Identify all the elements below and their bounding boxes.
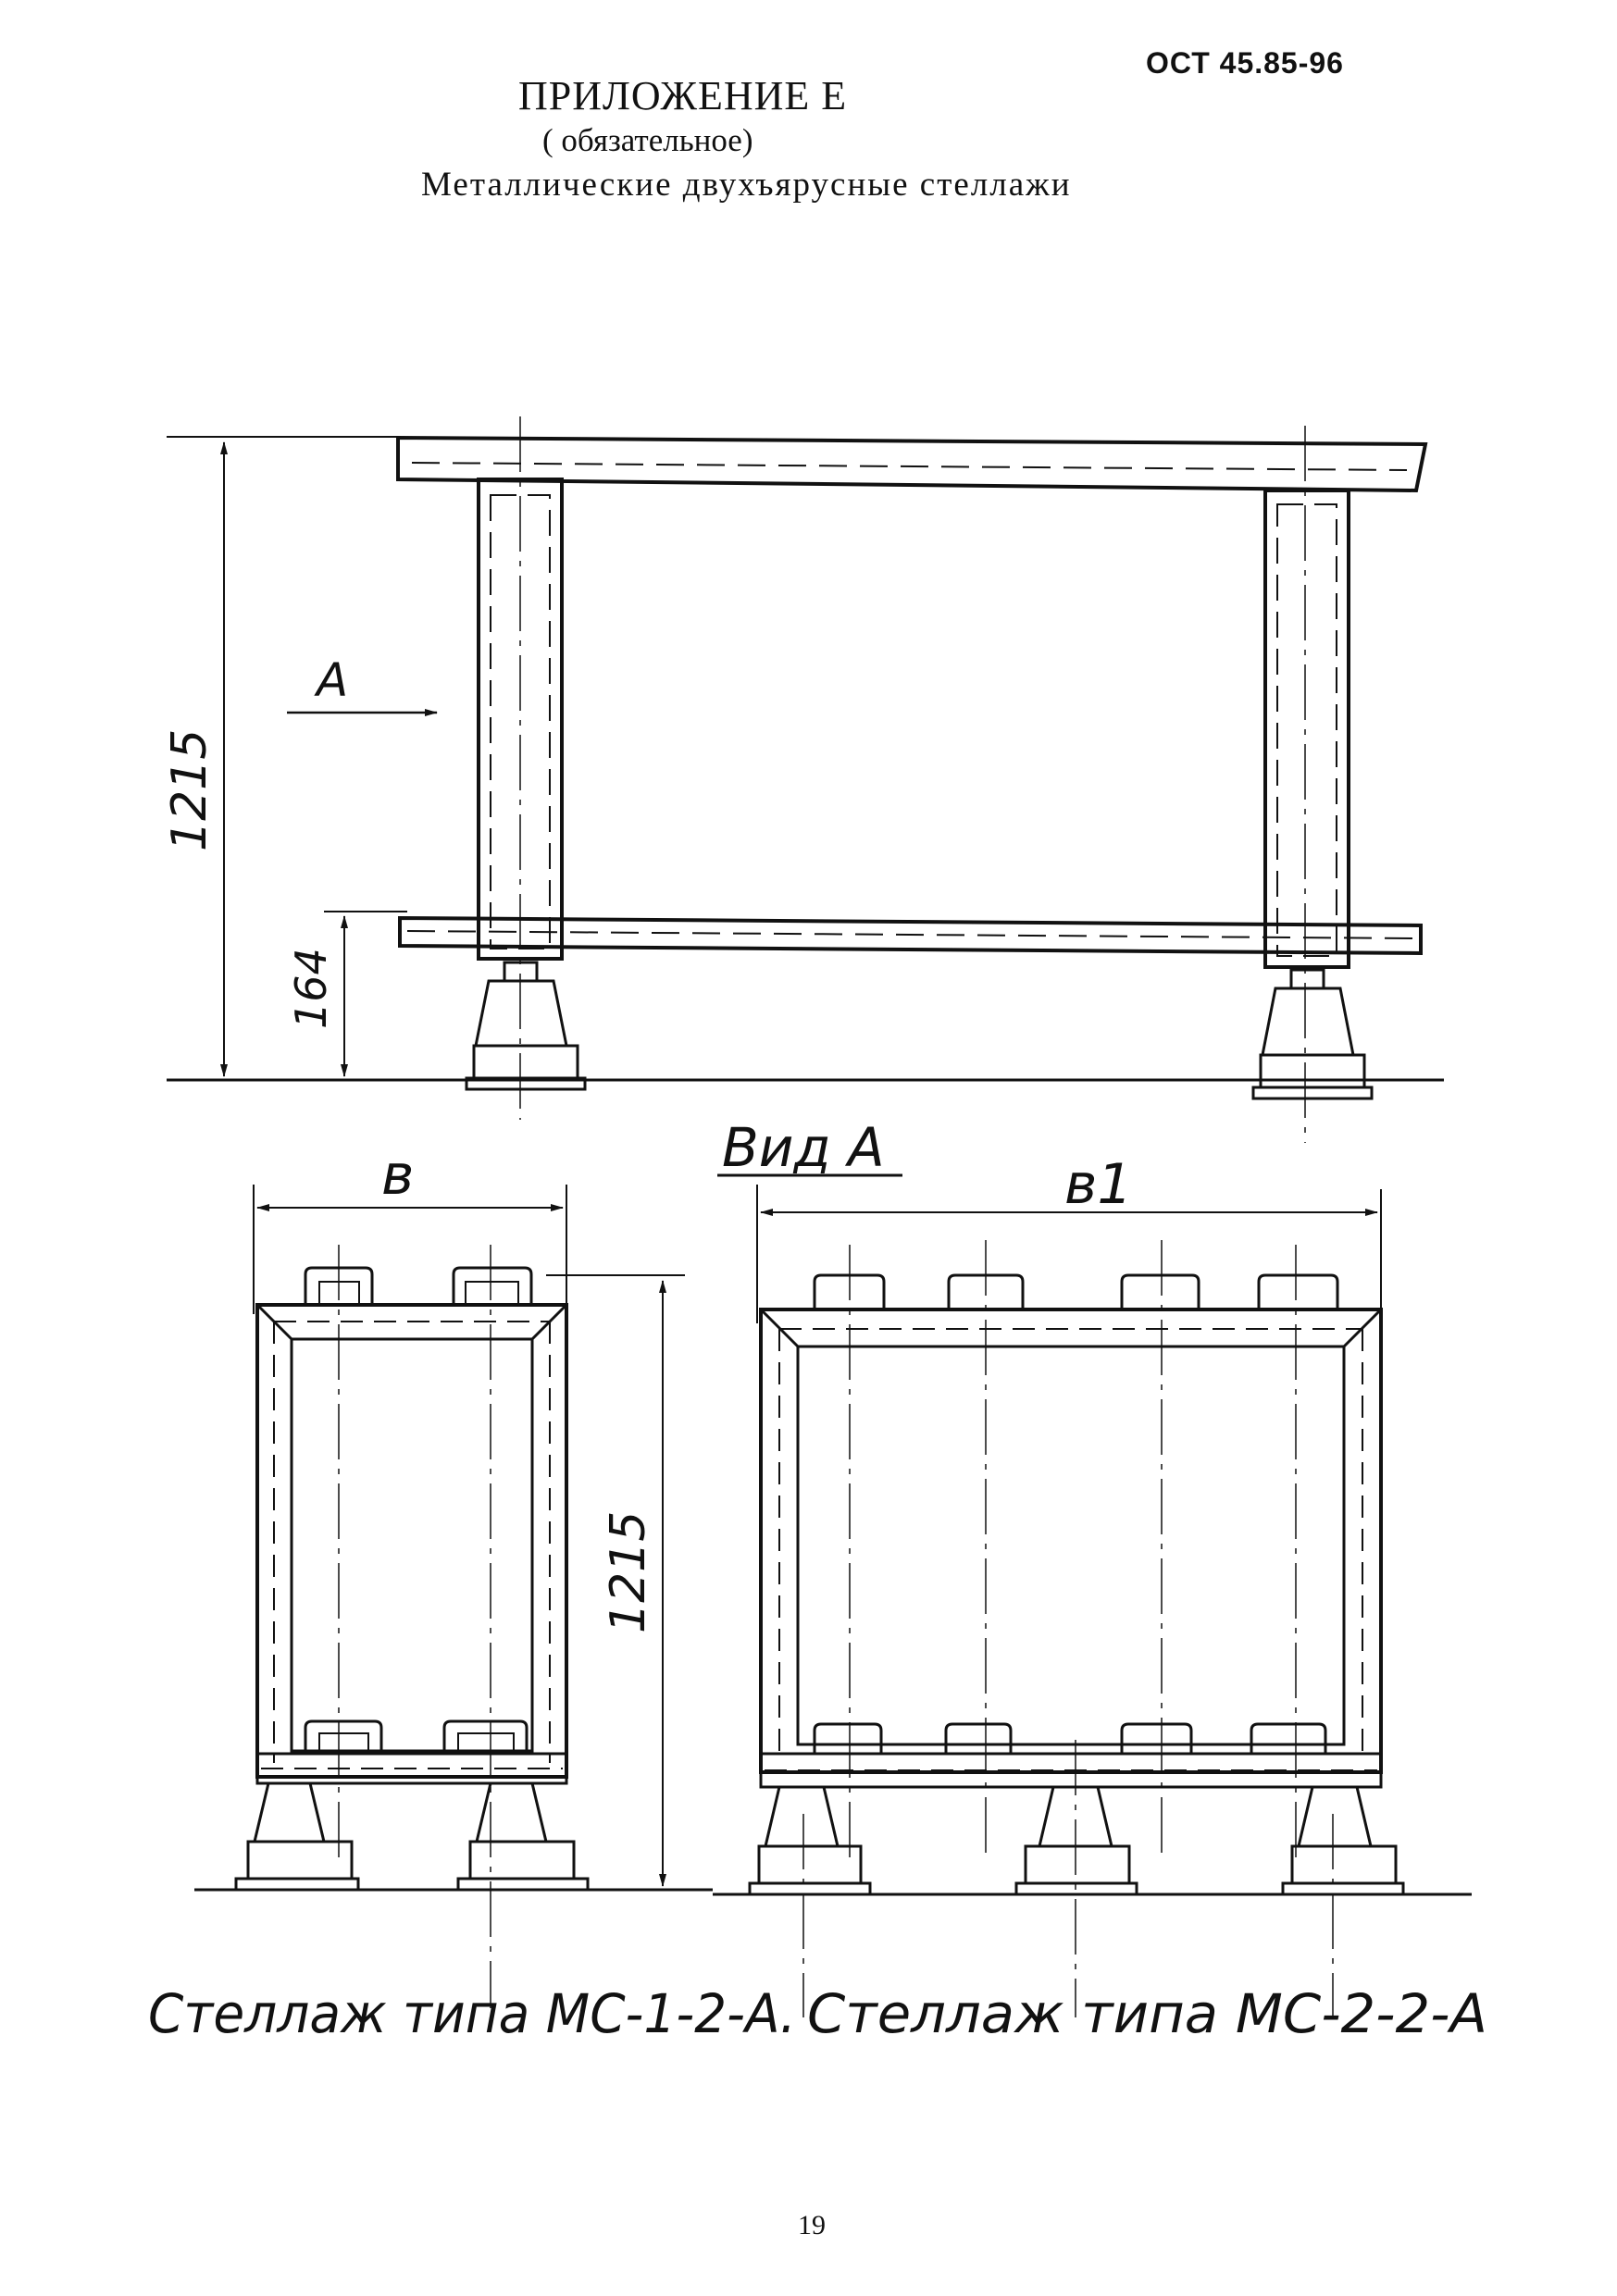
dimension-front-height: 1215: [601, 1511, 656, 1633]
front-view-mc-2-2-a: [713, 1185, 1472, 2017]
view-title: Вид A: [722, 1116, 885, 1179]
page-number: 19: [798, 2210, 826, 2240]
dimension-lower-height: 164: [286, 948, 336, 1029]
appendix-subtitle: Металлические двухъярусные стеллажи: [421, 166, 1072, 204]
dimension-total-height: 1215: [162, 729, 218, 851]
dimension-width-b: в: [381, 1143, 414, 1208]
front-view-mc-1-2-a: [194, 1185, 713, 2008]
side-view: [167, 416, 1444, 1143]
appendix-note: ( обязательное): [542, 122, 753, 158]
caption-left: Стеллаж типа МС-1-2-А.: [148, 1982, 796, 2045]
view-arrow-label: A: [314, 653, 348, 707]
caption-right: Стеллаж типа МС-2-2-А: [807, 1982, 1487, 2045]
appendix-title: ПРИЛОЖЕНИЕ Е: [518, 73, 848, 118]
dimension-width-b1: в1: [1064, 1152, 1133, 1217]
document-code: ОСТ 45.85-96: [1146, 46, 1344, 80]
